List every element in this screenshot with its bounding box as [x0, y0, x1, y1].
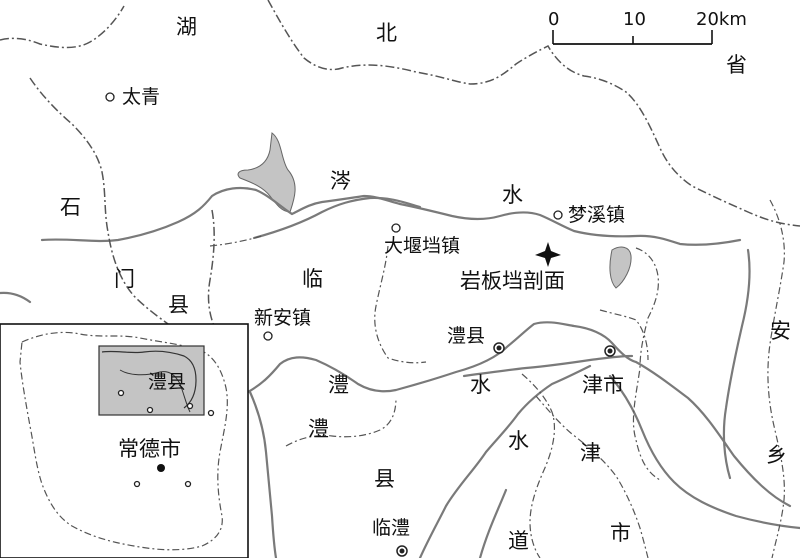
county-label-lixian: 澧县 — [447, 325, 485, 347]
east-river — [722, 248, 751, 480]
inset-city-dot — [157, 464, 165, 472]
town-marker-taiqing — [105, 92, 115, 102]
region-daoshui-char1: 道 — [508, 529, 529, 553]
river-xieshui-char1: 涔 — [330, 169, 351, 193]
lishui-river — [246, 321, 792, 508]
inset-boundary-inner — [119, 369, 191, 413]
region-linli-char2: 澧 — [308, 417, 329, 441]
south-boundary — [535, 395, 649, 558]
region-anxiang-char2: 乡 — [766, 443, 787, 467]
region-shimen-char1: 石 — [60, 195, 81, 219]
region-linli-char1: 临 — [302, 267, 323, 291]
inset-river — [101, 350, 197, 409]
south-river — [478, 488, 508, 558]
scale-tick-20km: 20km — [696, 9, 747, 30]
town-marker-dayandang — [391, 223, 401, 233]
region-anxiang-char1: 安 — [770, 319, 791, 343]
lake-east — [609, 246, 632, 289]
region-shimen-char2: 门 — [114, 267, 135, 291]
town-marker-mengxi — [553, 210, 563, 220]
town-label-mengxi: 梦溪镇 — [568, 204, 625, 226]
scale-tick-10: 10 — [623, 9, 646, 30]
town-label-xinan: 新安镇 — [254, 307, 311, 329]
region-hubei-char3: 省 — [726, 53, 747, 77]
county-dot-linli — [399, 548, 405, 554]
region-shimen-char3: 县 — [168, 293, 189, 317]
inset-city-label: 常德市 — [118, 437, 181, 461]
scale-tick-0: 0 — [548, 9, 559, 30]
region-jinshi-char2: 市 — [610, 521, 631, 545]
star-marker-icon — [535, 242, 561, 267]
inset-area-label: 澧县 — [148, 371, 186, 393]
inset-town-1 — [117, 389, 125, 397]
region-lixian-char1: 澧 — [328, 373, 349, 397]
inset-town-6 — [184, 480, 192, 488]
inset-town-4 — [207, 409, 215, 417]
inset-town-2 — [146, 406, 154, 414]
town-label-taiqing: 太青 — [122, 86, 160, 108]
county-dot-jinshi — [607, 348, 613, 354]
jinshi-boundary — [632, 247, 661, 481]
daoshui-river — [418, 364, 592, 558]
inset-map: 澧县 常德市 — [0, 323, 249, 558]
region-hubei-char1: 湖 — [176, 15, 197, 39]
lishui-branch-river — [462, 354, 634, 378]
scale-bar: 0 10 20km — [548, 9, 747, 45]
inset-town-5 — [133, 480, 141, 488]
southeast-river — [608, 374, 800, 530]
east-boundary — [767, 199, 785, 558]
town-marker-xinan — [263, 331, 273, 341]
lixian-boundary — [285, 309, 649, 558]
river-daoshui-char2: 水 — [508, 429, 529, 453]
county-label-linli: 临澧 — [372, 517, 410, 539]
section-label: 岩板垱剖面 — [460, 269, 565, 293]
town-label-dayandang: 大堰垱镇 — [384, 235, 460, 257]
linli-boundary — [209, 235, 427, 364]
county-dot-lixian — [496, 345, 502, 351]
inset-town-3 — [186, 402, 194, 410]
river-lishui-char1: 水 — [470, 373, 491, 397]
jinshi-city-label: 津市 — [582, 373, 624, 397]
shimen-boundary — [29, 77, 223, 341]
region-hubei-char2: 北 — [376, 21, 397, 45]
region-linli-char3: 县 — [374, 467, 395, 491]
west-edge-river — [0, 291, 32, 304]
river-xieshui-char2: 水 — [502, 183, 523, 207]
northern-arc-river — [252, 196, 422, 240]
province-boundary — [0, 0, 800, 227]
lake-west — [237, 132, 296, 213]
southwest-river — [248, 390, 278, 558]
region-jinshi-char1: 津 — [580, 441, 601, 465]
